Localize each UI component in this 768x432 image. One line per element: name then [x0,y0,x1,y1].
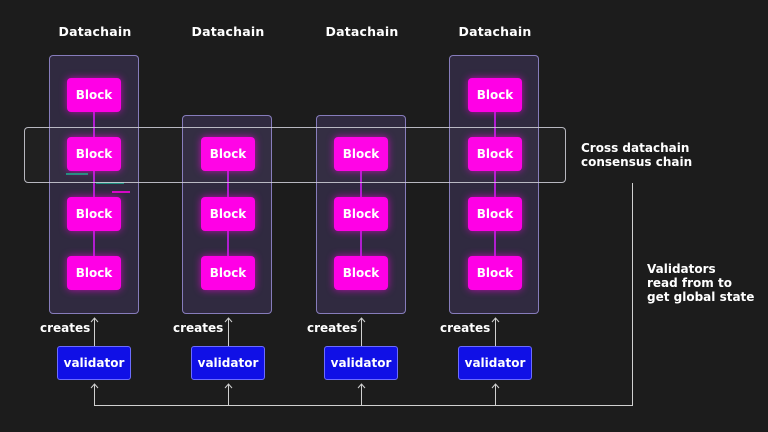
chain-1-block-4[interactable]: Block [67,256,121,290]
arrowhead-validator-3 [357,383,366,389]
cross-chain-label-line-1: Cross datachain [581,141,690,155]
chain-2-creates-label: creates [173,321,224,335]
chain-4-title: Datachain [458,24,532,39]
validators-note: Validators read from to get global state [647,262,754,304]
chain-2-validator[interactable]: validator [191,346,265,380]
chain-1-creates-label: creates [40,321,91,335]
validators-note-line-1: Validators [647,262,716,276]
chain-2-block-1[interactable]: Block [201,137,255,171]
cross-chain-label: Cross datachain consensus chain [581,141,692,169]
chain-2-block-2[interactable]: Block [201,197,255,231]
arrowhead-validator-4 [491,383,500,389]
chain-4-block-3[interactable]: Block [468,197,522,231]
chain-1-block-3[interactable]: Block [67,197,121,231]
chain-4-validator[interactable]: validator [458,346,532,380]
chain-1-block-1[interactable]: Block [67,78,121,112]
arrowhead-up-1 [90,317,99,323]
chain-1-title: Datachain [58,24,132,39]
arrowhead-up-2 [224,317,233,323]
glitch-artifact [112,191,130,193]
chain-4-creates-label: creates [440,321,491,335]
validators-note-line-3: get global state [647,290,755,304]
arrowhead-validator-1 [90,383,99,389]
arrowhead-validator-2 [224,383,233,389]
cross-chain-band [24,127,566,183]
chain-3-creates-label: creates [307,321,358,335]
chain-3-block-1[interactable]: Block [334,137,388,171]
chain-2-block-3[interactable]: Block [201,256,255,290]
chain-4-block-4[interactable]: Block [468,256,522,290]
cross-chain-label-line-2: consensus chain [581,155,693,169]
chain-1-block-2[interactable]: Block [67,137,121,171]
chain-1-validator[interactable]: validator [57,346,131,380]
chain-3-block-3[interactable]: Block [334,256,388,290]
glitch-artifact [66,173,88,175]
validators-note-line-2: read from to [647,276,732,290]
chain-4-block-1[interactable]: Block [468,78,522,112]
chain-2-title: Datachain [191,24,265,39]
arrowhead-up-3 [357,317,366,323]
chain-3-validator[interactable]: validator [324,346,398,380]
arrowhead-up-4 [491,317,500,323]
chain-3-title: Datachain [325,24,399,39]
chain-4-block-2[interactable]: Block [468,137,522,171]
chain-3-block-2[interactable]: Block [334,197,388,231]
